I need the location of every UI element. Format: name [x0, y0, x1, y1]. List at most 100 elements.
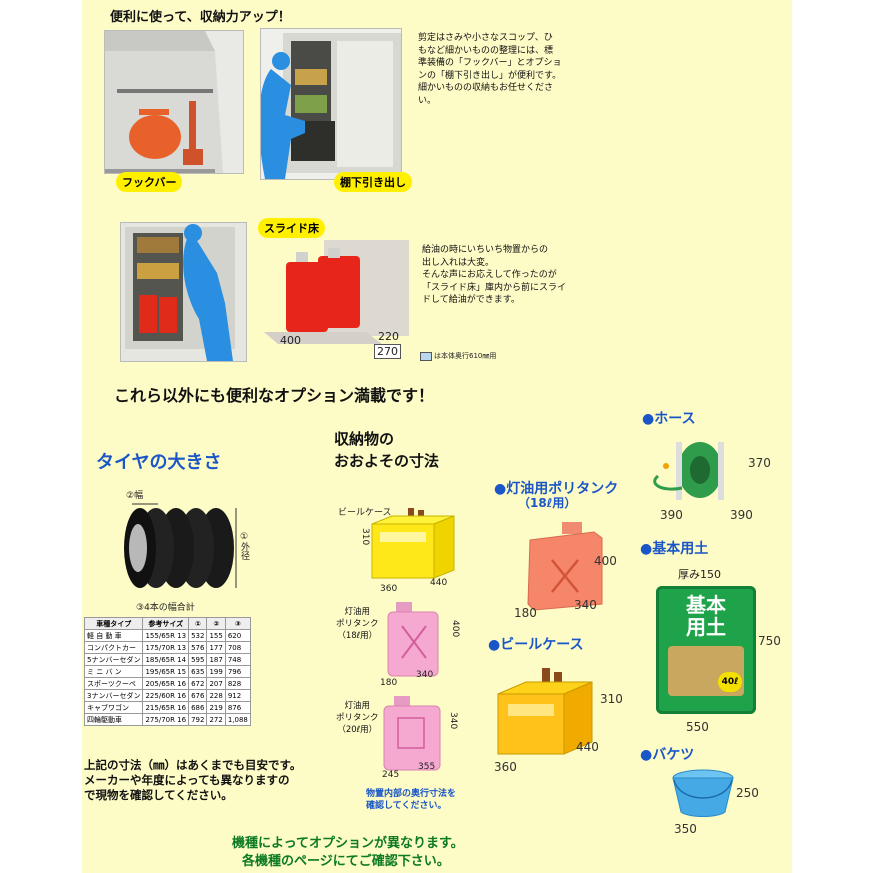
- tire-title: タイヤの大きさ: [96, 452, 222, 473]
- hose-width: 390: [660, 508, 683, 522]
- table-cell: 595: [188, 653, 208, 666]
- table-header: ③: [224, 617, 251, 630]
- bucket-illustration: [672, 769, 734, 817]
- hose-depth: 390: [730, 508, 753, 522]
- table-cell: 205/65R 16: [142, 677, 190, 690]
- tank-illustration: [527, 522, 603, 611]
- tag-under-shelf-drawer: 棚下引き出し: [334, 172, 412, 192]
- tank18-small-width: 180: [380, 678, 398, 688]
- table-cell: 219: [206, 701, 226, 714]
- tank20-small-depth: 355: [418, 762, 436, 772]
- tank-image: [524, 522, 604, 612]
- tank20-small-image: [382, 696, 448, 774]
- soil-height: 750: [758, 634, 781, 648]
- table-cell: 672: [188, 677, 208, 690]
- table-cell: 1,088: [224, 713, 251, 726]
- beer-case-title: ●ビールケース: [488, 637, 584, 653]
- beer-case-small-illustration: [371, 508, 455, 579]
- tire-total-width-label: ③4本の幅合計: [136, 603, 195, 613]
- soil-title: ●基本用土: [640, 541, 709, 557]
- tire-size-note: 上記の寸法（㎜）はあくまでも目安です。 メーカーや年度によっても異なりますの で…: [84, 758, 302, 802]
- hose-title: ●ホース: [642, 411, 696, 427]
- tank18-small-illustration: [387, 602, 439, 677]
- tire-outer-label: ①外径: [239, 532, 249, 560]
- table-cell: 686: [188, 701, 208, 714]
- hose-image: [652, 436, 742, 506]
- footer-line2: 各機種のページにてご確認下さい。: [242, 854, 450, 869]
- options-page: 便利に使って、収納力アップ！ フックバー 棚下引き出し 剪定はさみや小さなスコッ…: [82, 0, 792, 873]
- slide-floor-description: 給油の時にいちいち物置からの 出し入れは大変。 そんな声にお応えして作ったのが …: [422, 245, 567, 305]
- table-cell: ミ ニ バ ン: [83, 665, 144, 678]
- table-cell: 792: [188, 713, 208, 726]
- table-header-row: 車種タイプ 参考サイズ ① ② ③: [83, 617, 251, 630]
- table-cell: コンパクトカー: [83, 641, 144, 654]
- hook-drawer-description: 剪定はさみや小さなスコップ、ひ もなど細かいものの整理には、標 準装備の「フック…: [418, 33, 562, 106]
- tank18-small-image: [386, 602, 448, 680]
- tag-hook-bar: フックバー: [116, 172, 183, 192]
- table-cell: 177: [206, 641, 226, 654]
- slide-dim-400: 400: [280, 334, 301, 347]
- table-cell: 175/70R 13: [142, 641, 190, 654]
- table-cell: 876: [224, 701, 251, 714]
- drawer-illustration: [258, 33, 401, 179]
- beer-case-image: [496, 668, 596, 758]
- tank18-small-depth: 340: [416, 670, 434, 680]
- table-cell: 3ナンバーセダン: [83, 689, 144, 702]
- tires-illustration: [124, 503, 237, 588]
- slide-floor-photo: [120, 222, 247, 362]
- table-cell: 275/70R 16: [142, 713, 190, 726]
- table-cell: 228: [206, 689, 226, 702]
- table-cell: 185/65R 14: [142, 653, 190, 666]
- slide-dim-220: 220: [378, 330, 399, 343]
- table-header: 参考サイズ: [142, 617, 190, 630]
- tires-image: [118, 498, 238, 594]
- beer-case-illustration: [497, 668, 593, 755]
- tire-width-label: ②幅: [126, 491, 144, 501]
- hose-height: 370: [748, 456, 771, 470]
- options-banner: これら以外にも便利なオプション満載です！: [114, 386, 435, 405]
- legend-note: は本体奥行610㎜用: [434, 352, 497, 360]
- table-cell: 912: [224, 689, 251, 702]
- tank20-small-height: 340: [448, 712, 458, 730]
- bucket-height: 250: [736, 786, 759, 800]
- tank20-label: 灯油用 ポリタンク （20ℓ用）: [336, 701, 379, 735]
- table-cell: 155/65R 13: [142, 629, 190, 642]
- table-cell: 225/60R 16: [142, 689, 190, 702]
- table-cell: 199: [206, 665, 226, 678]
- beer-case-label: ビールケース: [338, 508, 392, 518]
- table-cell: 576: [188, 641, 208, 654]
- tank-title: ●灯油用ポリタンク: [494, 481, 619, 497]
- tank-depth: 340: [574, 598, 597, 612]
- tag-slide-floor: スライド床: [258, 218, 325, 238]
- soil-bag-badge: 40ℓ: [718, 672, 742, 692]
- storage-title-line1: 収納物の: [334, 430, 395, 448]
- footer-line1: 機種によってオプションが異なります。: [232, 836, 464, 851]
- table-cell: 軽 自 動 車: [83, 629, 144, 642]
- legend-swatch: [420, 352, 432, 361]
- table-cell: 四輪駆動車: [83, 713, 144, 726]
- table-cell: 215/65R 16: [142, 701, 190, 714]
- tank-subtitle: （18ℓ用）: [518, 496, 577, 510]
- beer-case-small-width: 360: [380, 584, 398, 594]
- table-cell: 620: [224, 629, 251, 642]
- soil-bag-text: 基本 用土: [686, 593, 726, 639]
- table-header: 車種タイプ: [83, 617, 144, 630]
- beer-case-small-height: 310: [360, 528, 370, 546]
- drawer-photo: [258, 28, 402, 180]
- beer-case-small-image: [370, 508, 460, 584]
- table-cell: 635: [188, 665, 208, 678]
- soil-bag-image: 基本 用土 40ℓ: [656, 586, 756, 714]
- tank-width: 180: [514, 606, 537, 620]
- tank-height: 400: [594, 554, 617, 568]
- table-cell: 272: [206, 713, 226, 726]
- tank20-small-width: 245: [382, 770, 400, 780]
- table-header: ①: [188, 617, 208, 630]
- table-cell: 187: [206, 653, 226, 666]
- soil-width: 550: [686, 720, 709, 734]
